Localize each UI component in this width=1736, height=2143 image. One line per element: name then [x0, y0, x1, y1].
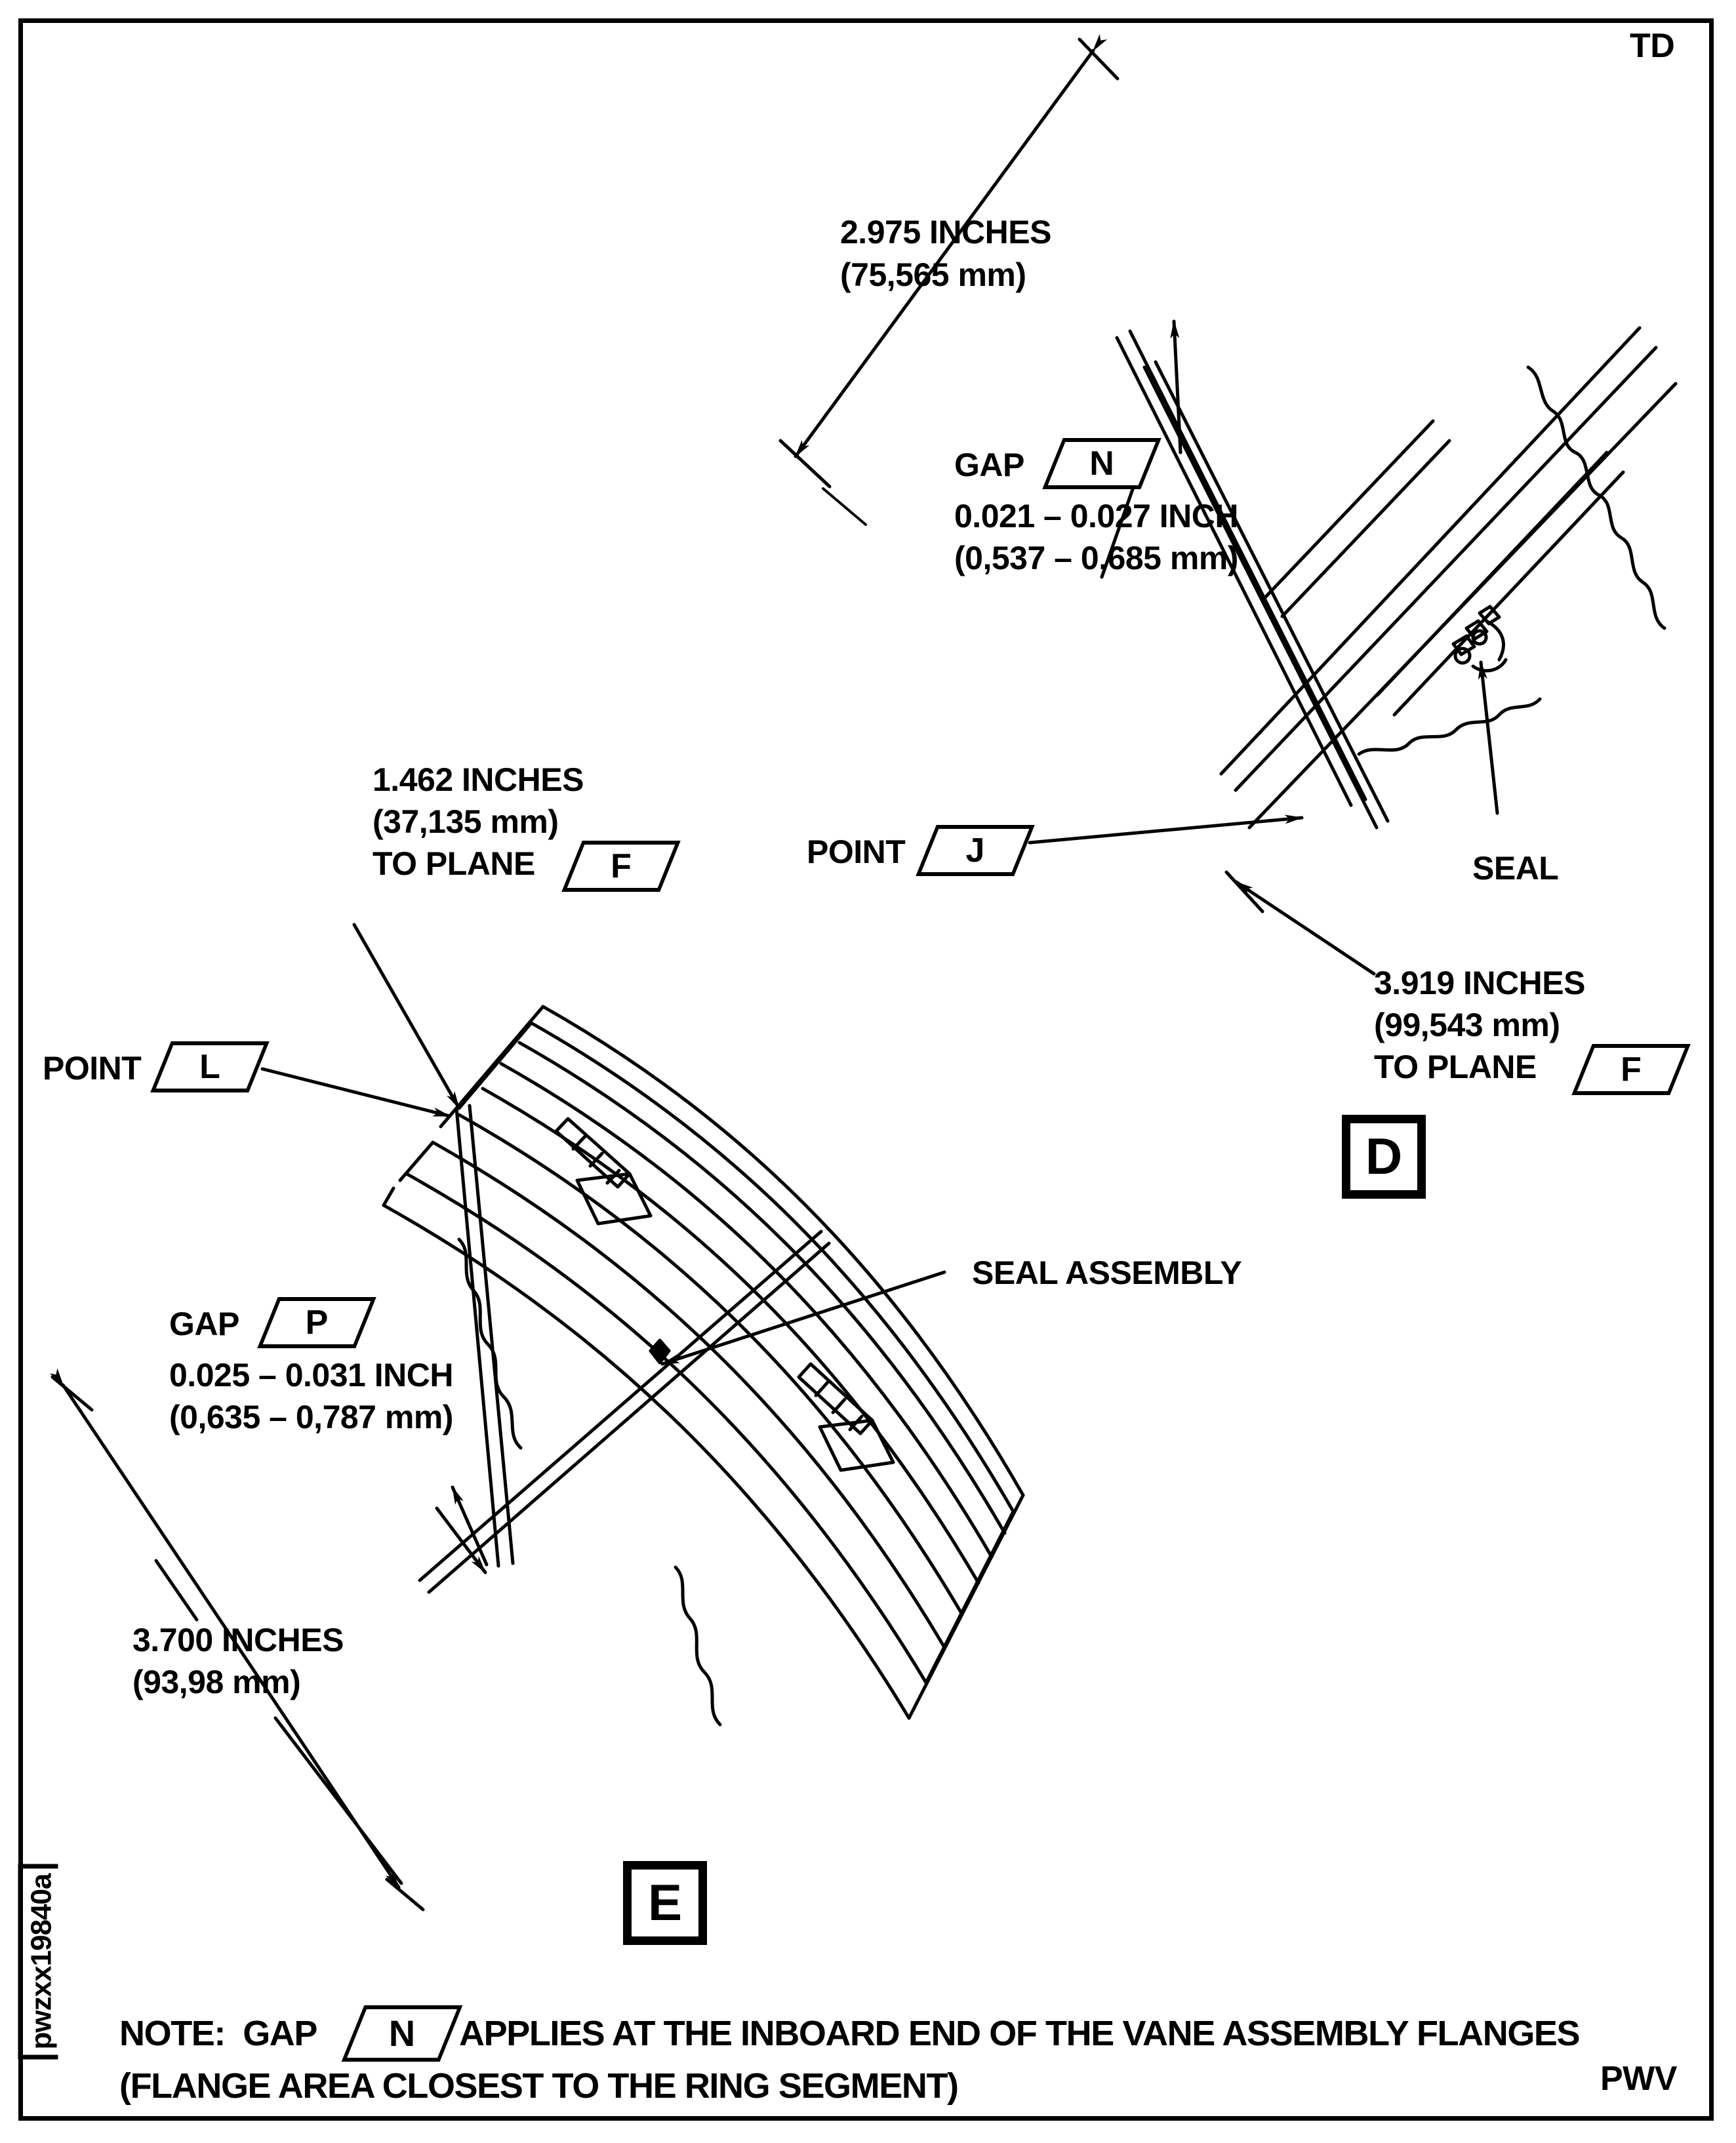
datum-flag-l-letter: L — [199, 1048, 220, 1086]
note-datum-flag-n: N — [341, 2005, 463, 2062]
gap-n-line1: 0.021 – 0.027 INCH — [954, 498, 1238, 534]
dim-1462-line2: (37,135 mm) — [373, 803, 559, 840]
note-line2: (FLANGE AREA CLOSEST TO THE RING SEGMENT… — [119, 2066, 959, 2106]
point-l-prefix: POINT — [43, 1050, 142, 1087]
datum-flag-n-letter: N — [1089, 445, 1114, 483]
dim-3700-line2: (93,98 mm) — [132, 1664, 301, 1700]
gap-n-prefix: GAP — [954, 447, 1024, 483]
datum-flag-p-letter: P — [305, 1304, 329, 1342]
figure-number-text: pwzxx19840a — [18, 1864, 58, 2060]
datum-flag-f-view-e: F — [561, 841, 681, 892]
point-j-prefix: POINT — [807, 833, 906, 870]
gap-p-line2: (0,635 – 0,787 mm) — [169, 1399, 453, 1435]
datum-flag-f-view-d-letter: F — [1621, 1051, 1642, 1089]
sheet-code-top-right: TD — [1630, 27, 1675, 65]
view-identifier-e: E — [623, 1861, 707, 1945]
datum-flag-p: P — [257, 1297, 376, 1348]
datum-flag-n: N — [1042, 438, 1161, 489]
dim-1462-line1: 1.462 INCHES — [373, 761, 584, 798]
drawing-border — [18, 18, 1714, 2121]
dim-2975-line2: (75,565 mm) — [840, 256, 1026, 293]
dim-3700-line1: 3.700 INCHES — [132, 1622, 344, 1658]
figure-number: pwzxx19840a — [18, 1863, 58, 2060]
gap-p-line1: 0.025 – 0.031 INCH — [169, 1357, 453, 1393]
note-line1-tail: APPLIES AT THE INBOARD END OF THE VANE A… — [459, 2014, 1581, 2053]
note-datum-flag-n-letter: N — [388, 2013, 416, 2054]
dim-3919-line2: (99,543 mm) — [1374, 1007, 1560, 1043]
dim-3919-line3: TO PLANE — [1374, 1049, 1537, 1085]
datum-flag-f-view-e-letter: F — [611, 847, 632, 885]
datum-flag-j-letter: J — [965, 831, 985, 870]
gap-p-prefix: GAP — [169, 1306, 239, 1342]
note-lead: NOTE: GAP — [119, 2014, 317, 2053]
sheet-code-bottom-right: PWV — [1600, 2060, 1677, 2098]
view-identifier-d: D — [1342, 1115, 1426, 1199]
view-identifier-d-letter: D — [1365, 1127, 1403, 1185]
dim-2975-line1: 2.975 INCHES — [840, 214, 1051, 250]
datum-flag-j: J — [916, 825, 1035, 876]
dim-3919-line1: 3.919 INCHES — [1374, 965, 1585, 1001]
view-identifier-e-letter: E — [647, 1873, 683, 1931]
gap-n-line2: (0,537 – 0,685 mm) — [954, 540, 1238, 576]
seal-label: SEAL — [1472, 850, 1559, 887]
datum-flag-l: L — [150, 1041, 270, 1092]
seal-assembly-label: SEAL ASSEMBLY — [972, 1254, 1242, 1291]
datum-flag-f-view-d: F — [1571, 1044, 1691, 1095]
dim-1462-line3: TO PLANE — [373, 845, 535, 882]
